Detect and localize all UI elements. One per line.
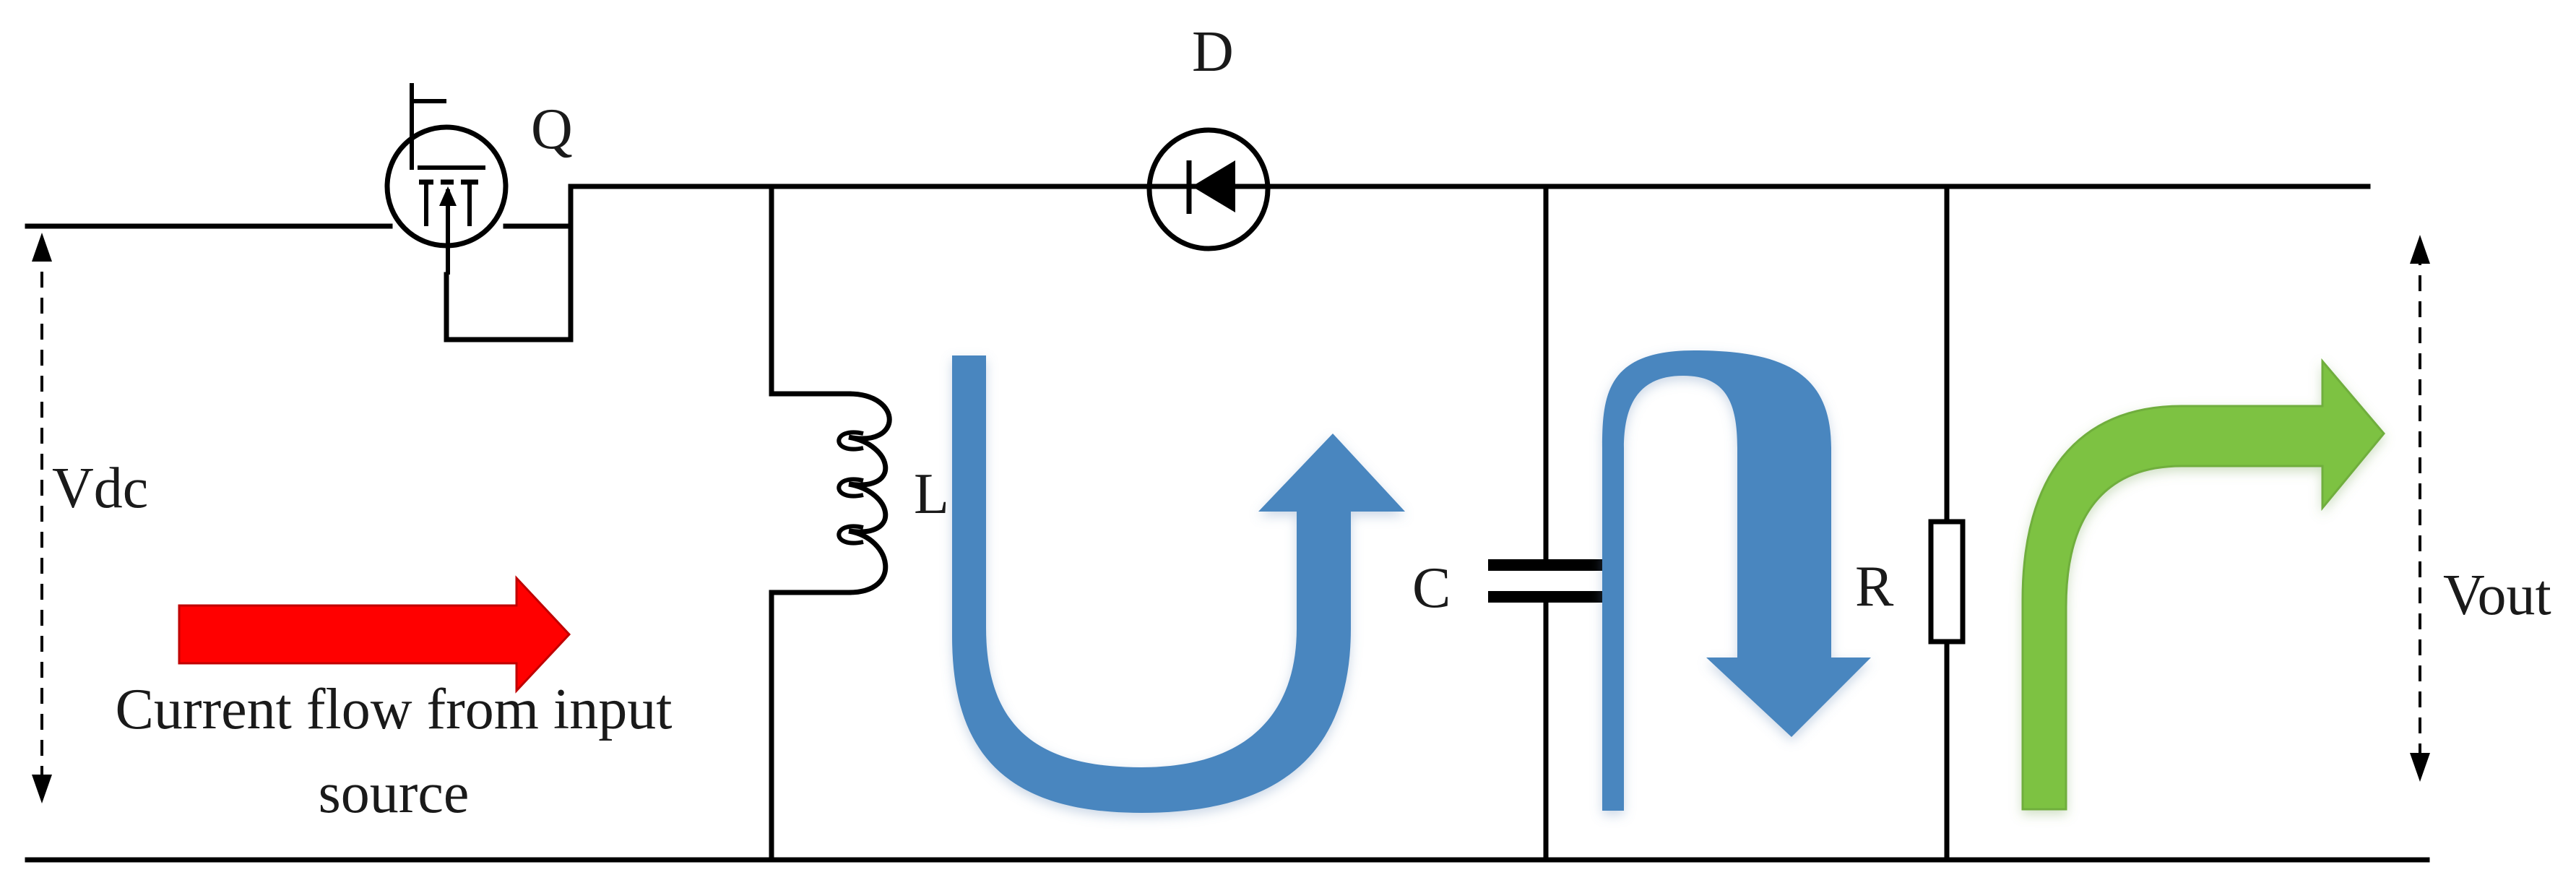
capacitor-label: C [1412,556,1451,620]
mosfet-switch-icon [384,83,509,275]
caption-line-2: source [319,762,470,825]
switch-label: Q [531,98,573,161]
output-current-arrow [2021,358,2385,811]
resistor-icon [1928,519,1966,645]
inductor-icon [837,391,892,595]
input-voltage-label: Vdc [52,457,148,520]
resistor-label: R [1855,555,1894,618]
diode-icon [1146,127,1271,251]
output-voltage-label: Vout [2443,564,2551,627]
capacitor-icon [1488,559,1602,603]
caption-line-1: Current flow from input [116,678,673,741]
capacitor-current-arrow [1602,350,1871,811]
inductor-current-arrow [952,355,1405,813]
input-current-arrow [178,575,571,694]
switch-body-loop [444,223,574,342]
wiring [25,184,2430,863]
switch-output-wire [503,184,574,229]
diode-label: D [1192,20,1234,84]
inductor-label: L [914,462,949,526]
vout-voltage-indicator [2410,235,2430,782]
vdc-voltage-indicator [32,233,52,803]
